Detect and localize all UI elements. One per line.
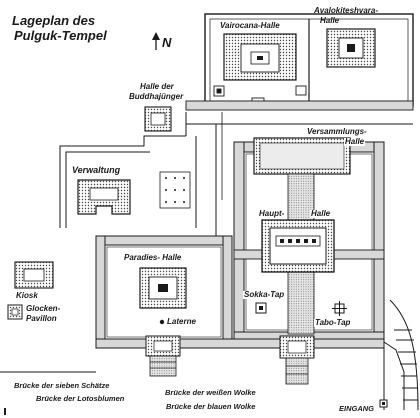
label-main-hall-1: Haupt- [258, 209, 286, 219]
vairocana-hall [223, 33, 297, 81]
label-assembly-hall-1: Versammlungs- [306, 127, 368, 137]
western-wall [59, 124, 197, 228]
label-avalokiteshvara-hall-1: Avalokiteshvara- [314, 6, 379, 15]
label-avalokiteshvara-hall-2: Halle [320, 16, 340, 25]
label-entrance: EINGANG [339, 404, 375, 413]
label-sokka-tap: Sokka-Tap [243, 290, 286, 300]
administration-building [77, 179, 131, 215]
label-kiosk: Kiosk [16, 291, 38, 300]
label-tabo-tap: Tabo-Tap [314, 318, 352, 328]
south-gates [145, 335, 315, 359]
corner-mark [4, 408, 6, 415]
label-bridge-lotus: Brücke der Lotosblumen [36, 394, 125, 403]
label-bridge-white-cloud: Brücke der weißen Wolke [165, 388, 256, 397]
label-paradise-hall: Paradies- Halle [124, 253, 182, 262]
label-bell-pavilion-2: Pavillon [26, 314, 57, 323]
avalokiteshvara-hall [326, 28, 376, 68]
sokka-tap-pagoda [255, 302, 267, 314]
label-bridge-seven-treasures: Brücke der sieben Schätze [14, 381, 110, 390]
north-label: N [162, 35, 172, 50]
bell-pavilion [7, 304, 23, 320]
site-plinth [159, 171, 191, 209]
label-assembly-hall-2: Halle [344, 137, 366, 147]
entrance-gate [379, 399, 388, 408]
label-bell-pavilion-1: Glocken- [26, 304, 61, 313]
label-disciples-hall-1: Halle der [140, 82, 174, 91]
paradise-hall [139, 267, 187, 309]
label-bridge-blue-cloud: Brücke der blauen Wolke [166, 402, 256, 411]
label-lantern: Laterne [167, 317, 196, 326]
label-administration: Verwaltung [72, 165, 121, 175]
map-title-line2: Pulguk-Tempel [14, 28, 107, 43]
north-arrow-icon [152, 32, 160, 50]
tabo-tap-pagoda [332, 301, 347, 316]
lantern [159, 319, 165, 325]
entrance-terrace [0, 299, 419, 411]
label-vairocana-hall: Vairocana-Halle [220, 21, 280, 30]
disciples-hall [144, 106, 172, 132]
kiosk [14, 261, 54, 289]
main-hall [261, 219, 335, 273]
map-title-line1: Lageplan des [12, 13, 96, 28]
label-disciples-hall-2: Buddhajünger [129, 92, 184, 101]
label-main-hall-2: Halle [310, 209, 332, 219]
bridges [149, 355, 309, 385]
assembly-hall [253, 137, 351, 175]
